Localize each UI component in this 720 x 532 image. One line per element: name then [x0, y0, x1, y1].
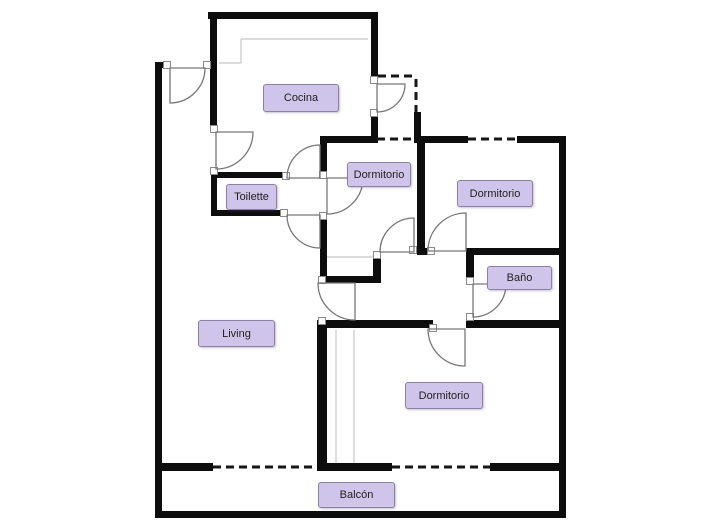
- room-label-balcon: Balcón: [318, 482, 395, 508]
- door-jamb: [210, 125, 218, 133]
- door-jamb: [373, 251, 381, 259]
- wall-cocina-top: [208, 12, 378, 19]
- wall-dorm-divider: [417, 143, 425, 253]
- room-label-cocina: Cocina: [263, 84, 339, 112]
- wall-balcon-wall-2: [327, 463, 392, 471]
- wall-dorm3-top-left: [317, 320, 433, 328]
- door-arc-cocina-east-door: [376, 83, 406, 113]
- wall-dorm2-bottom: [417, 248, 433, 255]
- wall-toilette-bottom: [211, 210, 283, 216]
- door-jamb: [409, 246, 417, 254]
- wall-closet-stub: [373, 253, 381, 278]
- wall-closet-back: [320, 276, 381, 283]
- door-arc-dorm1-east-door: [379, 217, 415, 253]
- door-jamb: [282, 172, 290, 180]
- door-arc-living-passage-door: [317, 282, 356, 321]
- wall-cocina-left: [210, 12, 217, 132]
- door-jamb: [163, 61, 171, 69]
- door-jamb: [466, 277, 474, 285]
- wall-cocina-right-low: [371, 114, 378, 143]
- door-arc-dorm3-door: [427, 328, 466, 367]
- room-label-dormitorio-3: Dormitorio: [405, 382, 483, 409]
- door-arc-hall-door-lower: [286, 214, 321, 249]
- wall-dorms-top-3: [517, 136, 566, 143]
- room-label-dormitorio-1: Dormitorio: [347, 162, 411, 187]
- wall-central-lower: [320, 214, 327, 283]
- room-label-toilette: Toilette: [226, 184, 277, 210]
- wall-dorm3-top-right: [466, 320, 566, 328]
- wall-toilette-left: [211, 172, 217, 216]
- room-label-living: Living: [198, 320, 275, 347]
- door-jamb: [210, 167, 218, 175]
- wall-dorms-top-2: [414, 136, 468, 143]
- door-jamb: [429, 324, 437, 332]
- room-label-bano: Baño: [487, 266, 552, 290]
- wall-balcon-wall-1: [157, 463, 213, 471]
- wall-cocina-right-up: [371, 12, 378, 82]
- wall-bano-top: [466, 248, 566, 255]
- door-jamb: [370, 76, 378, 84]
- wall-dorms-top-1: [320, 136, 377, 143]
- wall-living-divider: [317, 320, 327, 471]
- door-arc-hall-door-upper: [286, 144, 321, 179]
- wall-bano-left-up: [466, 255, 474, 283]
- wall-outer-bottom: [155, 511, 566, 518]
- wall-outer-left: [155, 62, 162, 518]
- room-label-dormitorio-2: Dormitorio: [457, 180, 533, 207]
- door-arc-cocina-west-door: [215, 131, 254, 170]
- door-jamb: [370, 109, 378, 117]
- door-arc-dorm2-door: [427, 212, 467, 252]
- wall-central-upper: [320, 143, 327, 178]
- door-jamb: [280, 209, 288, 217]
- wall-nook-right: [414, 112, 421, 139]
- wall-entry-wall-left: [155, 62, 169, 68]
- wall-toilette-top: [211, 172, 287, 178]
- wall-balcon-wall-3: [490, 463, 560, 471]
- door-jamb: [318, 317, 326, 325]
- door-arc-entry-door: [169, 67, 206, 104]
- door-jamb: [203, 61, 211, 69]
